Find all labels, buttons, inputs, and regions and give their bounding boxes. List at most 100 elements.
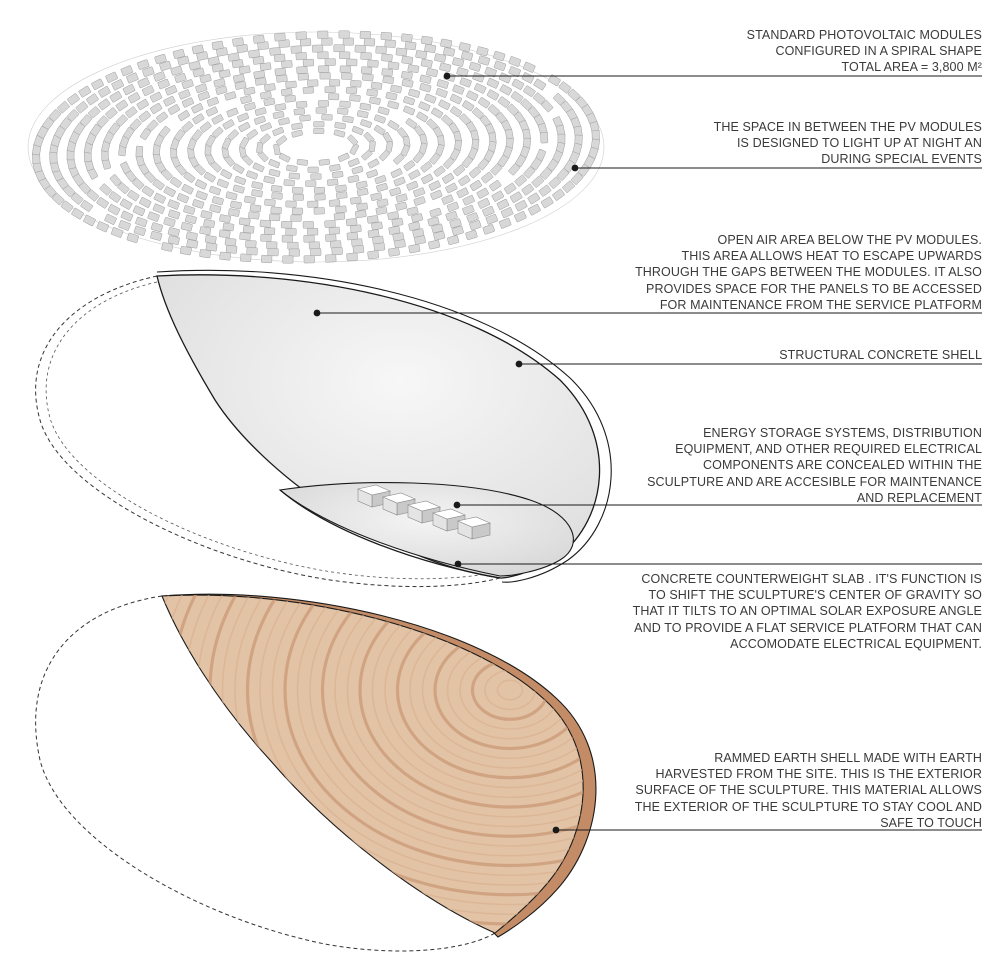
pv-module [268, 159, 281, 169]
pv-module [381, 68, 394, 77]
pv-module [380, 31, 392, 41]
pv-module [281, 234, 293, 243]
pv-module [433, 230, 446, 241]
earth-stratum [371, 595, 584, 799]
pv-module [371, 221, 383, 231]
pv-module [207, 56, 220, 66]
pv-module [240, 95, 252, 104]
pv-module [242, 225, 255, 234]
pv-module [238, 217, 251, 226]
pv-module [218, 69, 231, 79]
pv-module [266, 241, 278, 250]
pv-module [303, 255, 315, 264]
pv-module [181, 79, 194, 90]
pv-module [462, 204, 475, 216]
pv-module [462, 195, 475, 206]
pv-module [317, 51, 329, 60]
earth-stratum [346, 595, 584, 818]
pv-module [249, 204, 262, 213]
leader-rammed-earth [552, 826, 982, 834]
pv-module [508, 66, 521, 77]
earth-dashed-outline [35, 595, 496, 952]
pv-module [328, 93, 340, 101]
pv-module [548, 74, 561, 87]
pv-module [307, 79, 319, 87]
annotation-line: AND REPLACEMENT [856, 490, 982, 505]
pv-module [403, 96, 416, 106]
pv-module [141, 185, 155, 197]
pv-module [562, 180, 575, 193]
pv-module [408, 88, 421, 98]
pv-module [215, 85, 228, 95]
pv-module [96, 221, 110, 233]
pv-module [78, 85, 92, 98]
pv-module [239, 232, 251, 241]
pv-module [313, 186, 326, 194]
annotation-line: THROUGH THE GAPS BETWEEN THE MODULES. IT… [635, 265, 982, 280]
pv-module [115, 114, 128, 127]
pv-module [268, 168, 281, 177]
pv-module [192, 199, 205, 209]
pv-module [312, 44, 324, 53]
pv-module [137, 77, 150, 89]
pv-module [482, 224, 495, 235]
pv-module [387, 120, 400, 131]
pv-module [59, 117, 72, 130]
leader-counterweight [454, 560, 982, 568]
pv-module [333, 129, 346, 138]
annotation-line: FOR MAINTENANCE FROM THE SERVICE PLATFOR… [659, 297, 982, 312]
pv-module [261, 254, 273, 264]
pv-module [362, 73, 374, 82]
pv-module [205, 106, 218, 117]
pv-module [51, 192, 65, 206]
pv-module [429, 207, 442, 218]
pv-module [370, 192, 383, 201]
pv-module [80, 200, 93, 212]
pv-module [181, 121, 194, 133]
pv-module [498, 217, 512, 229]
pv-module [195, 83, 208, 94]
pv-module [191, 103, 204, 114]
pv-module [336, 191, 348, 200]
pv-module [438, 99, 451, 110]
pv-module [206, 96, 219, 107]
pv-module [291, 207, 303, 215]
pv-module [347, 134, 359, 146]
pv-module [401, 55, 414, 65]
earth-stratum [309, 595, 584, 847]
pv-module [149, 91, 163, 103]
pv-module [468, 61, 482, 72]
pv-module [461, 51, 474, 61]
pv-module [179, 245, 192, 256]
pv-module [66, 109, 80, 122]
pv-module [415, 50, 428, 59]
earth-stratum [296, 595, 584, 857]
pv-module [508, 56, 522, 67]
pv-module [387, 211, 400, 221]
pv-module [205, 135, 216, 147]
pv-module [263, 97, 276, 107]
pv-module [360, 119, 372, 128]
pv-module [302, 58, 315, 67]
pv-module [219, 251, 231, 261]
annotation-line: DURING SPECIAL EVENTS [821, 152, 982, 167]
pv-module [209, 204, 222, 214]
pv-module [433, 165, 446, 177]
pv-module [98, 86, 111, 98]
pv-module [405, 118, 418, 129]
pv-module [317, 100, 329, 107]
pv-module [416, 111, 429, 123]
pv-array-outline [27, 31, 605, 263]
earth-stratum [271, 595, 584, 877]
pv-module [284, 94, 296, 103]
pv-module [282, 255, 294, 264]
earth-stratum [221, 595, 584, 916]
pv-module [347, 158, 360, 168]
pv-module [278, 152, 291, 163]
pv-module [342, 115, 354, 123]
pv-module [104, 213, 117, 225]
pv-module [325, 254, 337, 263]
pv-module [67, 93, 80, 106]
annotation-line: RAMMED EARTH SHELL MADE WITH EARTH [714, 751, 982, 765]
pv-module [295, 52, 307, 61]
